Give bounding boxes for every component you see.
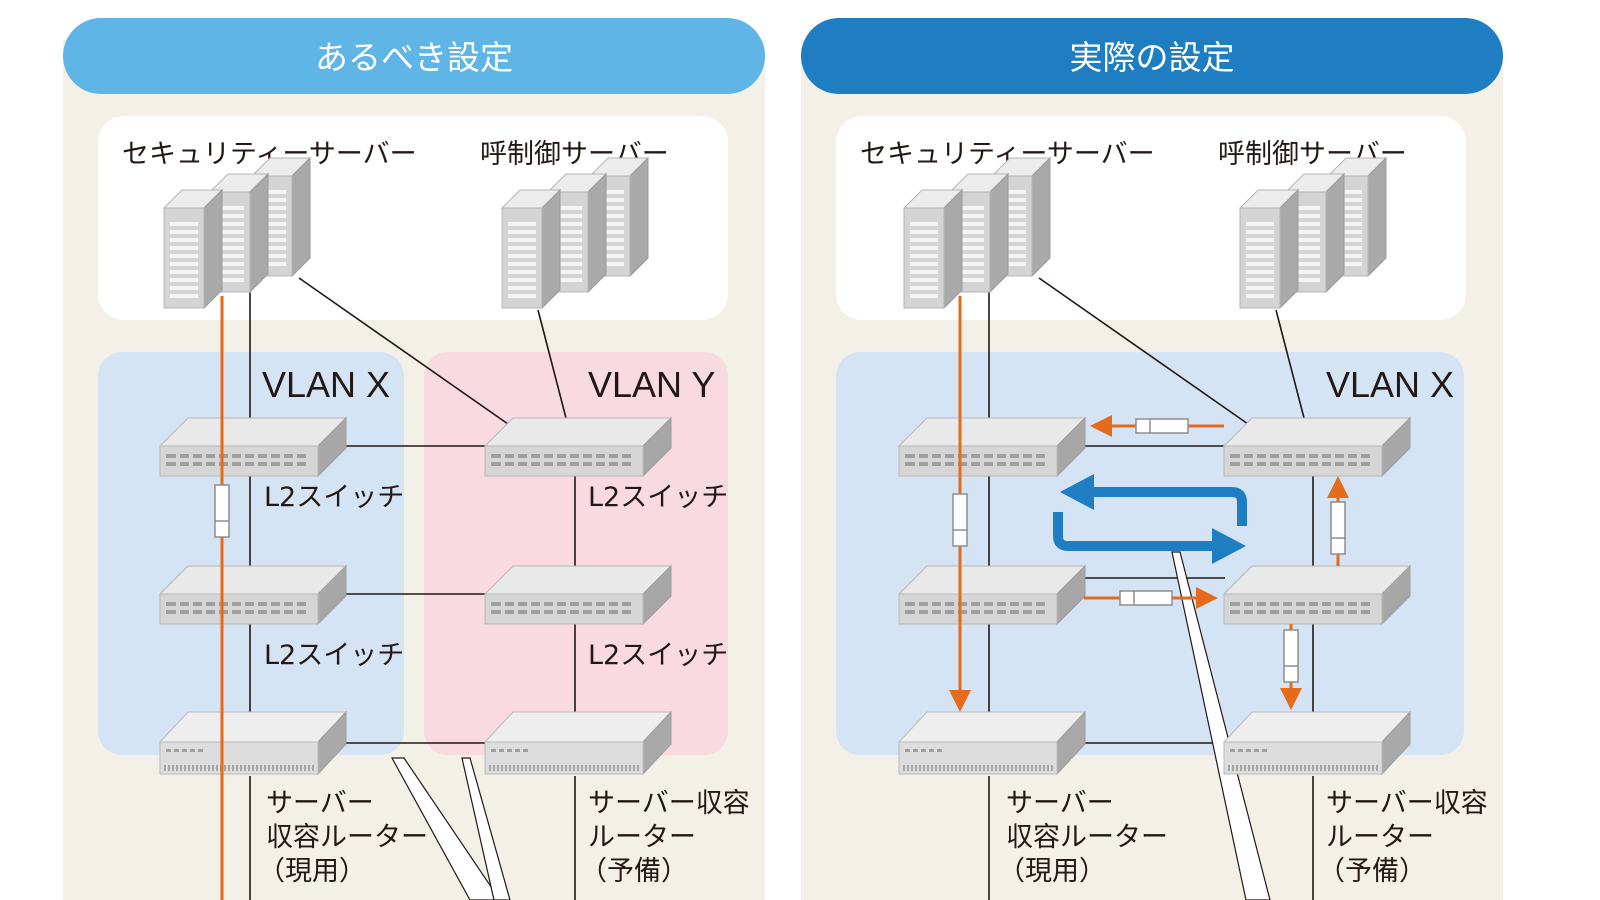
right-switch-2 [1223, 417, 1411, 477]
right-packet-icon-2 [1135, 418, 1189, 434]
right-panel-title: 実際の設定 [1070, 38, 1235, 77]
left-switch-1 [159, 417, 347, 477]
right-panel: 実際の設定 セキュリティーサーバー 呼制御サーバー VLAN X [801, 18, 1503, 900]
right-router-standby-label-line3: （予備） [1318, 856, 1426, 887]
right-loop-arrowhead-right [1212, 528, 1246, 564]
left-panel-title: あるべき設定 [315, 38, 513, 77]
right-router-standby [1224, 712, 1410, 774]
right-vlan-x-region [836, 352, 1464, 755]
right-router-active-label-line3: （現用） [998, 856, 1106, 887]
left-vlan-y-label: VLAN Y [588, 364, 715, 405]
right-packet-icon-1 [952, 493, 968, 547]
left-router-active [160, 712, 346, 774]
right-router-standby-label-line1: サーバー収容 [1326, 788, 1488, 819]
left-router-standby-label-line2: ルーター [588, 822, 696, 853]
left-panel-header [63, 18, 765, 94]
right-switch-4 [1223, 565, 1411, 625]
left-router-active-label-line1: サーバー [266, 788, 374, 819]
left-switch-4 [484, 565, 672, 625]
left-panel: あるべき設定 セキュリティーサーバー 呼制御サーバー VLAN X VLAN Y [63, 18, 765, 900]
left-switch-label-4: L2スイッチ [588, 640, 728, 671]
right-router-active-label-line1: サーバー [1006, 788, 1114, 819]
left-packet-icon [214, 484, 230, 538]
left-switch-label-2: L2スイッチ [588, 482, 728, 513]
left-switch-label-1: L2スイッチ [264, 482, 404, 513]
right-router-active [899, 712, 1085, 774]
right-callout-line [1171, 551, 1271, 900]
left-router-standby [485, 712, 671, 774]
right-vlan-x-label: VLAN X [1326, 364, 1454, 405]
right-router-active-label-line2: 収容ルーター [1006, 822, 1168, 853]
left-router-standby-label-line1: サーバー収容 [588, 788, 750, 819]
right-switch-1 [898, 417, 1086, 477]
left-switch-3 [159, 565, 347, 625]
left-callout-lines [390, 757, 511, 900]
right-switch-3 [898, 565, 1086, 625]
right-connection-lines [988, 277, 1314, 900]
right-loop-arrowhead-left [1060, 474, 1094, 510]
left-vlan-y-region [424, 352, 728, 755]
left-router-active-label-line2: 収容ルーター [266, 822, 428, 853]
right-packet-icon-4 [1330, 501, 1346, 555]
left-router-standby-label-line3: （予備） [580, 856, 688, 887]
right-packet-icon-3 [1119, 590, 1173, 606]
right-loop-arrows [1053, 487, 1247, 551]
left-vlan-x-label: VLAN X [262, 364, 390, 405]
left-switch-2 [484, 417, 672, 477]
right-packet-icon-5 [1283, 629, 1299, 683]
right-router-standby-label-line2: ルーター [1326, 822, 1434, 853]
left-switch-label-3: L2スイッチ [264, 640, 404, 671]
left-router-active-label-line3: （現用） [258, 856, 366, 887]
right-panel-header [801, 18, 1503, 94]
left-vlan-x-region [98, 352, 404, 755]
left-connection-lines [249, 277, 576, 900]
